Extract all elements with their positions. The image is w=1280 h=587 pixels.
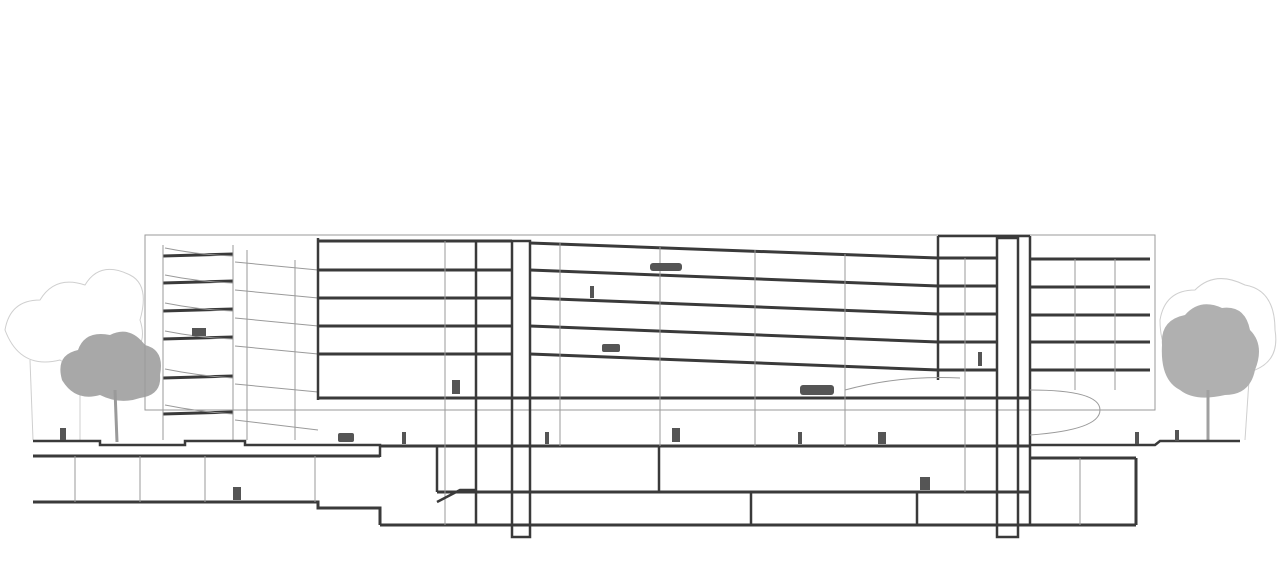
tree-right <box>1161 304 1259 440</box>
right-wing-floors <box>1030 257 1150 525</box>
building-envelope <box>144 234 1156 411</box>
car-icon <box>192 328 206 336</box>
car-icons <box>338 263 834 442</box>
left-basement <box>33 446 476 525</box>
main-floor-slabs <box>318 239 1136 527</box>
ground-line <box>33 439 1240 457</box>
tree-left <box>60 331 161 443</box>
main-columns <box>444 241 1101 525</box>
main-walls <box>316 234 1032 539</box>
left-ramp-floors <box>162 245 319 440</box>
right-wing-columns <box>1074 259 1116 525</box>
core-shaft-right <box>995 236 1020 539</box>
people-figures <box>60 286 1179 500</box>
core-shaft-left <box>510 239 532 539</box>
